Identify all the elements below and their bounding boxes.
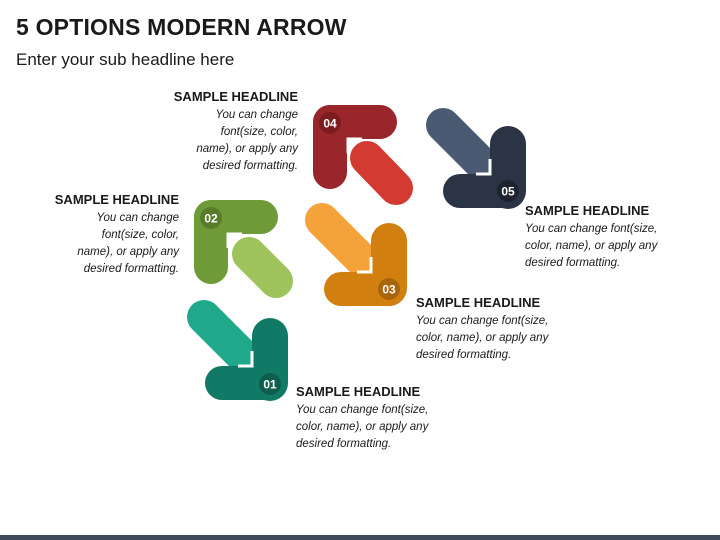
- badge-04-number: 04: [323, 117, 337, 131]
- callout-02-headline: SAMPLE HEADLINE: [54, 192, 179, 207]
- callout-01: SAMPLE HEADLINE You can change font(size…: [296, 383, 428, 453]
- callout-03-body: You can change font(size, color, name), …: [416, 313, 548, 364]
- arrow-02-notch: [226, 232, 242, 248]
- callout-01-line: desired formatting.: [296, 438, 392, 450]
- callout-02-line: font(size, color,: [101, 229, 179, 241]
- arrow-04-shaft: [350, 141, 413, 205]
- callout-02-line: name), or apply any: [77, 246, 179, 258]
- arrow-02-shaft: [232, 237, 293, 298]
- page-subtitle: Enter your sub headline here: [16, 50, 235, 69]
- callout-04-line: desired formatting.: [202, 160, 298, 172]
- arrow-01-notch: [238, 351, 254, 368]
- callout-05-line: You can change font(size,: [525, 223, 658, 235]
- arrow-04-notch: [346, 137, 362, 153]
- page-title: 5 OPTIONS MODERN ARROW: [16, 14, 347, 40]
- badge-05-number: 05: [501, 185, 515, 199]
- badge-03-circle: [378, 278, 400, 300]
- callout-04-headline: SAMPLE HEADLINE: [173, 89, 298, 104]
- callout-02-line: You can change: [96, 212, 180, 224]
- callout-01-headline: SAMPLE HEADLINE: [296, 384, 421, 399]
- badge-04-circle: [319, 112, 341, 134]
- callout-01-line: You can change font(size,: [296, 404, 429, 416]
- arrow-03-notch: [357, 257, 373, 274]
- callout-03-line: desired formatting.: [416, 349, 512, 361]
- arrow-05: 05: [426, 108, 526, 209]
- arrow-05-shaft: [426, 108, 504, 186]
- callout-04-line: You can change: [215, 109, 299, 121]
- arrow-01: 01: [187, 300, 288, 401]
- badge-02-number: 02: [204, 212, 218, 226]
- callout-02-body: You can change font(size, color, name), …: [30, 210, 179, 278]
- callout-03: SAMPLE HEADLINE You can change font(size…: [416, 294, 548, 364]
- callout-02-line: desired formatting.: [83, 263, 179, 275]
- arrow-01-shaft: [187, 300, 269, 382]
- arrow-05-notch: [476, 159, 492, 176]
- badge-02-circle: [200, 207, 222, 229]
- arrow-04: 04: [313, 105, 413, 205]
- badge-03-number: 03: [382, 283, 396, 297]
- bottom-bar: [0, 535, 720, 540]
- arrow-03: 03: [305, 203, 407, 306]
- arrow-03-shaft: [305, 203, 382, 280]
- badge-01-number: 01: [263, 378, 277, 392]
- callout-05-line: desired formatting.: [525, 257, 621, 269]
- callout-05-body: You can change font(size, color, name), …: [525, 221, 657, 272]
- callout-04-line: font(size, color,: [220, 126, 298, 138]
- callout-04: SAMPLE HEADLINE You can change font(size…: [148, 88, 298, 175]
- badge-05-circle: [497, 180, 519, 202]
- callout-03-headline: SAMPLE HEADLINE: [416, 295, 541, 310]
- callout-04-body: You can change font(size, color, name), …: [148, 107, 298, 175]
- callout-03-line: color, name), or apply any: [416, 332, 549, 344]
- arrow-02: 02: [194, 200, 293, 298]
- callout-03-line: You can change font(size,: [416, 315, 549, 327]
- callout-05-line: color, name), or apply any: [525, 240, 658, 252]
- callout-01-line: color, name), or apply any: [296, 421, 429, 433]
- callout-05-headline: SAMPLE HEADLINE: [525, 203, 650, 218]
- callout-01-body: You can change font(size, color, name), …: [296, 402, 428, 453]
- badge-01-circle: [259, 373, 281, 395]
- callout-02: SAMPLE HEADLINE You can change font(size…: [30, 191, 179, 278]
- callout-04-line: name), or apply any: [196, 143, 298, 155]
- callout-05: SAMPLE HEADLINE You can change font(size…: [525, 202, 657, 272]
